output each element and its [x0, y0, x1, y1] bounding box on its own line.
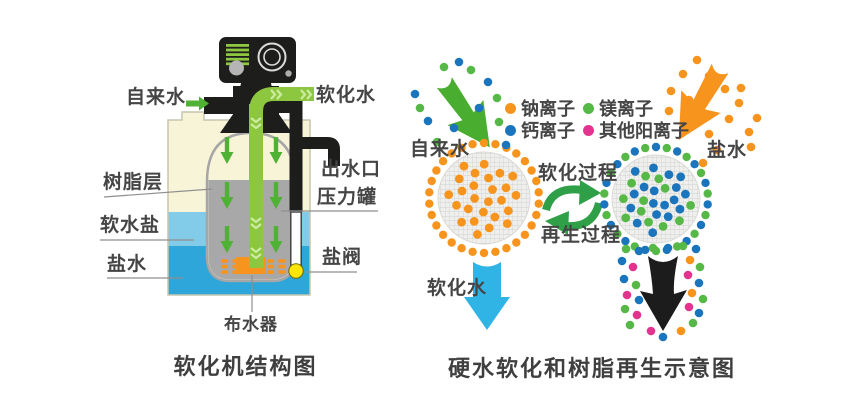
magnesium-ion-label: 镁离子	[599, 99, 653, 119]
label-water-distributor: 布水器	[224, 315, 278, 334]
label-softened-water-left: 软化水	[316, 85, 377, 106]
float-ball	[288, 263, 304, 279]
right-caption: 硬水软化和树脂再生示意图	[448, 356, 737, 381]
label-softener-salt: 软水盐	[100, 215, 161, 236]
label-brine-right: 盐水	[707, 140, 748, 161]
sodium-ion-dot	[505, 102, 516, 114]
ion-legend-row-2: 钙离子 其他阳离子	[505, 117, 695, 143]
sodium-ion-label: 钠离子	[521, 99, 575, 119]
tap-water-arrow	[436, 77, 490, 148]
sodium-ring-dots	[425, 138, 543, 258]
ion-legend-row-1: 钠离子 镁离子	[505, 95, 659, 121]
label-water-outlet: 出水口	[321, 159, 382, 180]
magnesium-ion-dot	[583, 102, 594, 114]
waste-discharge-arrow	[640, 256, 687, 331]
softener-structure-graphic	[100, 37, 378, 312]
softened-water-arrow	[464, 262, 510, 330]
label-pressure-tank: 压力罐	[317, 187, 378, 208]
waste-ion-dots	[617, 241, 708, 342]
calcium-ion-dot	[505, 124, 516, 136]
tap-water-ion-dots	[410, 57, 511, 150]
label-tap-water-left: 自来水	[126, 87, 187, 108]
label-resin-layer: 树脂层	[103, 172, 164, 193]
label-softening-process: 软化过程	[538, 163, 619, 184]
green-water-pipe	[249, 87, 314, 268]
outlet-elbow	[300, 137, 340, 166]
tap-water-inlet-arrow	[186, 96, 209, 111]
label-tap-water-right: 自来水	[410, 139, 471, 160]
control-valve-head	[219, 37, 296, 97]
downward-flow-arrows	[220, 137, 283, 253]
label-salt-valve: 盐阀	[322, 247, 363, 268]
label-regeneration-process: 再生过程	[541, 225, 622, 246]
pipe-flow-chevrons	[250, 89, 313, 260]
process-cycle-arrows	[542, 180, 603, 235]
left-caption: 软化机结构图	[173, 354, 318, 379]
other-cations-label: 其他阳离子	[599, 121, 689, 141]
label-brine-left: 盐水	[107, 254, 148, 275]
hardness-inner-dots	[619, 163, 695, 238]
calcium-ion-label: 钙离子	[521, 121, 575, 141]
label-pointer-lines	[100, 188, 378, 312]
valve-knob	[229, 60, 244, 76]
valve-dial	[257, 42, 287, 72]
sodium-inner-dots	[444, 159, 521, 239]
brine-ion-dots	[664, 55, 762, 168]
label-softened-water-right: 软化水	[427, 278, 488, 299]
other-cations-dot	[583, 124, 594, 136]
salt-valve-graphic	[288, 211, 304, 279]
softening-regeneration-graphic	[410, 55, 762, 342]
